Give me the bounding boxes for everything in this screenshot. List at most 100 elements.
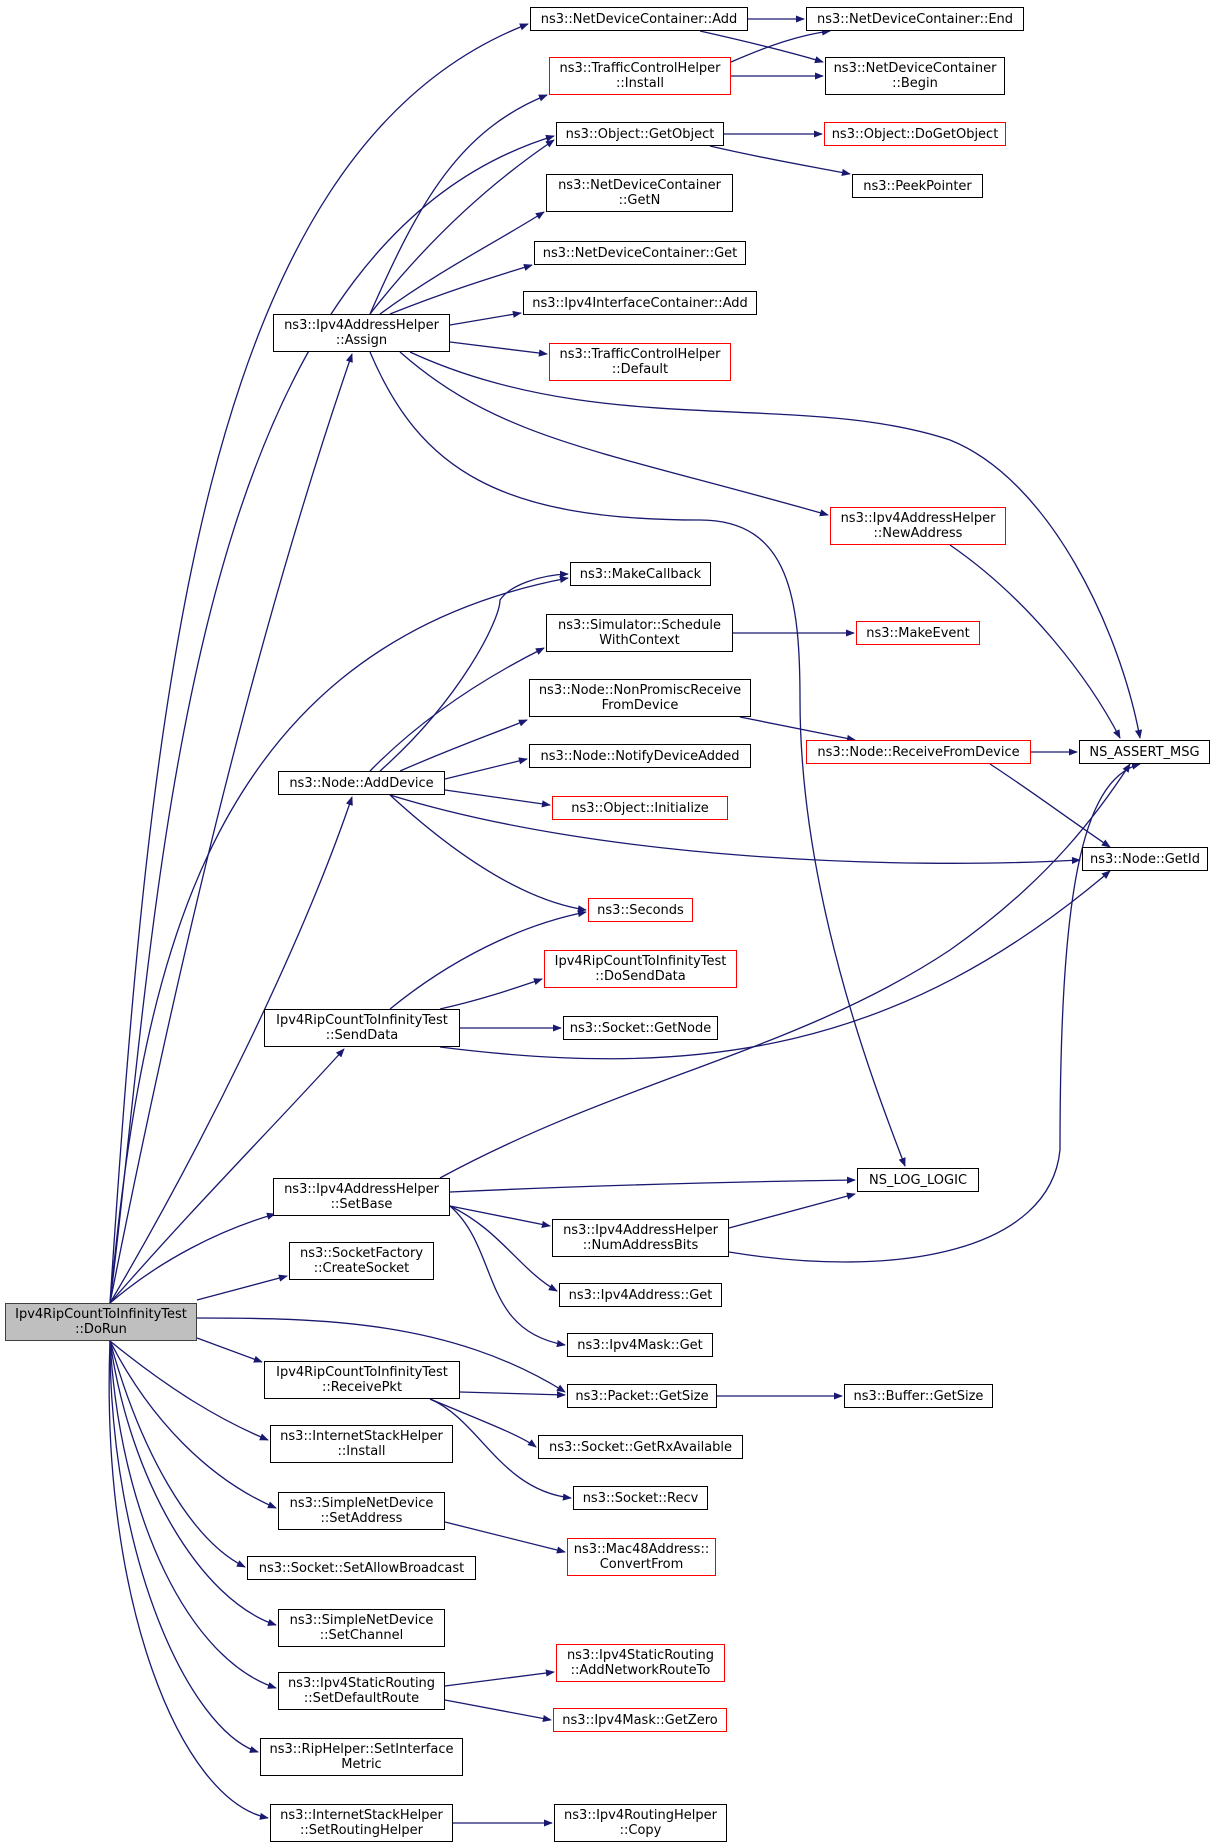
- node-label: ns3::NetDeviceContainer::Add: [540, 11, 738, 27]
- node-ndc-get[interactable]: ns3::NetDeviceContainer::Get: [534, 241, 746, 265]
- node-iah-assign[interactable]: ns3::Ipv4AddressHelper::Assign: [273, 314, 450, 352]
- edge-iah-newaddress-ns-assert: [949, 544, 1121, 739]
- edge-assign-iic-add: [449, 310, 522, 326]
- node-sock-allowbcast[interactable]: ns3::Socket::SetAllowBroadcast: [247, 1556, 476, 1580]
- node-label: ns3::NetDeviceContainer::Get: [542, 245, 738, 261]
- node-label-line2: ::CreateSocket: [313, 1261, 410, 1276]
- edge-doRun-iah-assign: [109, 353, 353, 1304]
- node-sockfactory[interactable]: ns3::SocketFactory::CreateSocket: [289, 1242, 434, 1280]
- node-label-line2: ::SetBase: [330, 1197, 393, 1212]
- node-node-receive[interactable]: ns3::Node::ReceiveFromDevice: [806, 740, 1031, 764]
- node-iah-setbase[interactable]: ns3::Ipv4AddressHelper::SetBase: [273, 1178, 450, 1216]
- node-buffer-getsize[interactable]: ns3::Buffer::GetSize: [844, 1384, 993, 1408]
- node-doRun: Ipv4RipCountToInfinityTest::DoRun: [5, 1303, 197, 1341]
- node-label: ns3::Node::NotifyDeviceAdded: [540, 748, 740, 764]
- edge-isr-setdefault-getzero: [444, 1699, 552, 1723]
- node-tch-default[interactable]: ns3::TrafficControlHelper::Default: [549, 343, 731, 381]
- node-obj-initialize[interactable]: ns3::Object::Initialize: [552, 796, 728, 820]
- node-node-adddevice[interactable]: ns3::Node::AddDevice: [278, 771, 445, 795]
- node-iic-add[interactable]: ns3::Ipv4InterfaceContainer::Add: [523, 291, 757, 315]
- node-label-line1: ns3::Node::NonPromiscReceive: [538, 683, 742, 698]
- node-ipv4mask-get[interactable]: ns3::Ipv4Mask::Get: [567, 1333, 713, 1357]
- node-tch-install[interactable]: ns3::TrafficControlHelper::Install: [549, 57, 731, 95]
- edge-tch-install-ndc-end: [730, 28, 831, 63]
- edge-doRun-ndc-add: [109, 23, 529, 1304]
- node-label-line2: ::SetRoutingHelper: [300, 1823, 423, 1838]
- node-ish-setrouting[interactable]: ns3::InternetStackHelper::SetRoutingHelp…: [270, 1804, 453, 1842]
- node-label: ns3::Socket::GetRxAvailable: [548, 1439, 733, 1455]
- node-label: ns3::PeekPointer: [863, 178, 972, 194]
- edge-assign-ns-log-logic: [369, 351, 906, 1167]
- node-irh-copy[interactable]: ns3::Ipv4RoutingHelper::Copy: [554, 1804, 727, 1842]
- edge-doRun-sock-allowbcast: [109, 1340, 246, 1568]
- node-packet-getsize[interactable]: ns3::Packet::GetSize: [567, 1384, 717, 1408]
- node-dosenddata[interactable]: Ipv4RipCountToInfinityTest::DoSendData: [544, 950, 737, 988]
- node-label-line1: ns3::Mac48Address::: [573, 1542, 710, 1557]
- node-ndc-begin[interactable]: ns3::NetDeviceContainer::Begin: [825, 57, 1005, 95]
- node-isr-setdefault[interactable]: ns3::Ipv4StaticRouting::SetDefaultRoute: [278, 1672, 445, 1710]
- node-obj-getobject[interactable]: ns3::Object::GetObject: [556, 122, 724, 146]
- node-label: NS_ASSERT_MSG: [1089, 744, 1200, 760]
- node-mac48-convert[interactable]: ns3::Mac48Address::ConvertFrom: [567, 1538, 716, 1576]
- node-sock-recv[interactable]: ns3::Socket::Recv: [573, 1486, 708, 1510]
- node-label-line1: ns3::Ipv4StaticRouting: [287, 1676, 436, 1691]
- node-seconds[interactable]: ns3::Seconds: [588, 898, 693, 922]
- edge-assign-tch-default: [449, 341, 548, 357]
- node-ns-log-logic[interactable]: NS_LOG_LOGIC: [857, 1168, 979, 1192]
- node-senddata[interactable]: Ipv4RipCountToInfinityTest::SendData: [264, 1009, 460, 1047]
- node-ipv4addr-get[interactable]: ns3::Ipv4Address::Get: [559, 1283, 722, 1307]
- node-label-line1: ns3::Ipv4AddressHelper: [563, 1223, 718, 1238]
- edge-setbase-ns-log-logic: [449, 1176, 856, 1193]
- node-isr-addnetroute[interactable]: ns3::Ipv4StaticRouting::AddNetworkRouteT…: [556, 1644, 725, 1682]
- edge-doRun-iah-setbase: [109, 1212, 276, 1304]
- node-node-notify[interactable]: ns3::Node::NotifyDeviceAdded: [529, 744, 751, 768]
- node-label-line1: ns3::TrafficControlHelper: [559, 61, 721, 76]
- edge-setbase-ipv4mask-get: [449, 1205, 566, 1348]
- edge-doRun-ish-setrouting: [108, 1340, 269, 1820]
- node-label-line2: ::Default: [611, 362, 669, 377]
- node-sock-getrx[interactable]: ns3::Socket::GetRxAvailable: [538, 1435, 743, 1459]
- edge-setbase-ns-assert: [439, 763, 1131, 1179]
- edge-doRun-senddata: [109, 1048, 345, 1304]
- node-label: ns3::Socket::GetNode: [569, 1020, 712, 1036]
- node-iah-newaddress[interactable]: ns3::Ipv4AddressHelper::NewAddress: [830, 507, 1006, 545]
- node-label-line1: ns3::Ipv4AddressHelper: [284, 318, 439, 333]
- node-label-line1: ns3::Ipv4StaticRouting: [566, 1648, 715, 1663]
- node-label-line2: ::AddNetworkRouteTo: [570, 1663, 711, 1678]
- node-node-getid[interactable]: ns3::Node::GetId: [1082, 847, 1208, 871]
- node-ish-install[interactable]: ns3::InternetStackHelper::Install: [270, 1425, 453, 1463]
- node-label: ns3::Seconds: [597, 902, 684, 918]
- edge-receivepkt-sock-getrx: [429, 1398, 537, 1448]
- node-label-line2: ::Begin: [892, 76, 938, 91]
- node-iah-numaddrbits[interactable]: ns3::Ipv4AddressHelper::NumAddressBits: [552, 1219, 729, 1257]
- node-makeevent[interactable]: ns3::MakeEvent: [856, 621, 980, 645]
- node-obj-dogetobject[interactable]: ns3::Object::DoGetObject: [824, 122, 1006, 146]
- node-label-line2: ::GetN: [618, 193, 661, 208]
- node-label: ns3::Ipv4Mask::Get: [577, 1337, 703, 1353]
- node-label-line1: Ipv4RipCountToInfinityTest: [276, 1365, 448, 1380]
- node-snd-setchannel[interactable]: ns3::SimpleNetDevice::SetChannel: [278, 1609, 445, 1647]
- edge-doRun-isr-setdefault: [109, 1340, 277, 1689]
- edge-doRun-snd-setaddress: [109, 1340, 277, 1509]
- node-label: ns3::Node::GetId: [1090, 851, 1200, 867]
- node-label-line1: ns3::NetDeviceContainer: [558, 178, 721, 193]
- node-makecallback[interactable]: ns3::MakeCallback: [570, 562, 711, 586]
- node-receivepkt[interactable]: Ipv4RipCountToInfinityTest::ReceivePkt: [264, 1361, 460, 1399]
- node-sock-getnode[interactable]: ns3::Socket::GetNode: [563, 1016, 718, 1040]
- node-label-line1: ns3::SimpleNetDevice: [289, 1496, 434, 1511]
- node-ndc-getn[interactable]: ns3::NetDeviceContainer::GetN: [546, 174, 733, 212]
- node-ns-assert[interactable]: NS_ASSERT_MSG: [1079, 740, 1210, 764]
- node-peekpointer[interactable]: ns3::PeekPointer: [852, 174, 983, 198]
- node-ndc-end[interactable]: ns3::NetDeviceContainer::End: [806, 7, 1024, 31]
- edge-adddevice-obj-initialize: [444, 789, 551, 808]
- node-snd-setaddress[interactable]: ns3::SimpleNetDevice::SetAddress: [278, 1492, 445, 1530]
- node-ipv4mask-getzero[interactable]: ns3::Ipv4Mask::GetZero: [553, 1708, 727, 1732]
- edge-adddevice-seconds: [389, 794, 587, 913]
- node-ndc-add[interactable]: ns3::NetDeviceContainer::Add: [530, 7, 748, 31]
- node-label-line2: ::Install: [616, 76, 664, 91]
- edge-adddevice-sim-schedule: [369, 647, 545, 772]
- node-label-line2: ::SendData: [325, 1028, 399, 1043]
